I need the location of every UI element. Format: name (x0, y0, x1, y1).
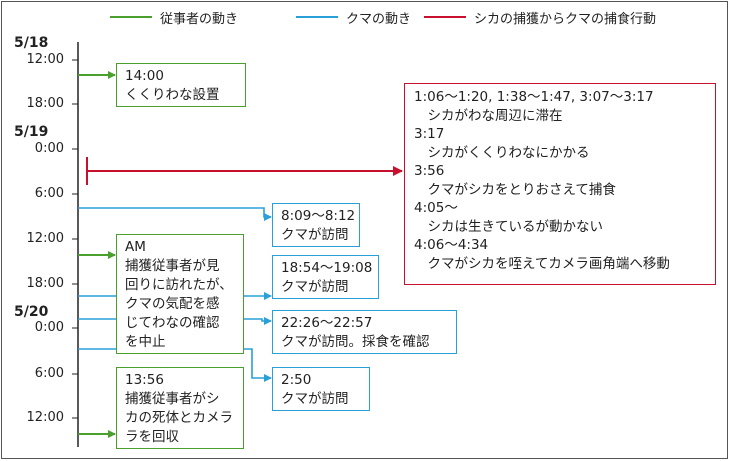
tick-label: 6:00 (34, 366, 64, 381)
box-visit1: 8:09～8:12 クマが訪問 (272, 203, 360, 247)
date-label: 5/20 (14, 304, 49, 320)
box-visit3: 22:26～22:57 クマが訪問。採食を確認 (272, 310, 457, 354)
tick-label: 0:00 (34, 141, 64, 156)
tick-label: 12:00 (26, 410, 64, 425)
tick-label: 6:00 (34, 186, 64, 201)
legend-farmer: 従事者の動き (160, 12, 239, 27)
tick-label: 18:00 (26, 276, 64, 291)
date-label: 5/18 (14, 35, 49, 51)
box-visit4: 2:50 クマが訪問 (272, 367, 370, 411)
box-recover: 13:56 捕獲従事者がシ カの死体とカメラ ラを回収 (116, 367, 244, 449)
date-label: 5/19 (14, 124, 49, 140)
box-set-trap: 14:00 くくりわな設置 (116, 63, 246, 107)
tick-label: 12:00 (26, 52, 64, 67)
legend-capture: シカの捕獲からクマの捕食行動 (474, 12, 657, 27)
legend-bear: クマの動き (346, 12, 412, 27)
box-capture-log: 1:06～1:20, 1:38～1:47, 3:07～3:17 シカがわな周辺に… (404, 83, 716, 285)
arrow-visit1 (78, 207, 272, 221)
tick-label: 0:00 (34, 320, 64, 335)
tick-label: 12:00 (26, 231, 64, 246)
box-am-check: AM 捕獲従事者が見 回りに訪れたが、 クマの気配を感 じてわなの確認 を中止 (116, 234, 244, 354)
box-visit2: 18:54～19:08 クマが訪問 (272, 255, 379, 299)
tick-label: 18:00 (26, 96, 64, 111)
